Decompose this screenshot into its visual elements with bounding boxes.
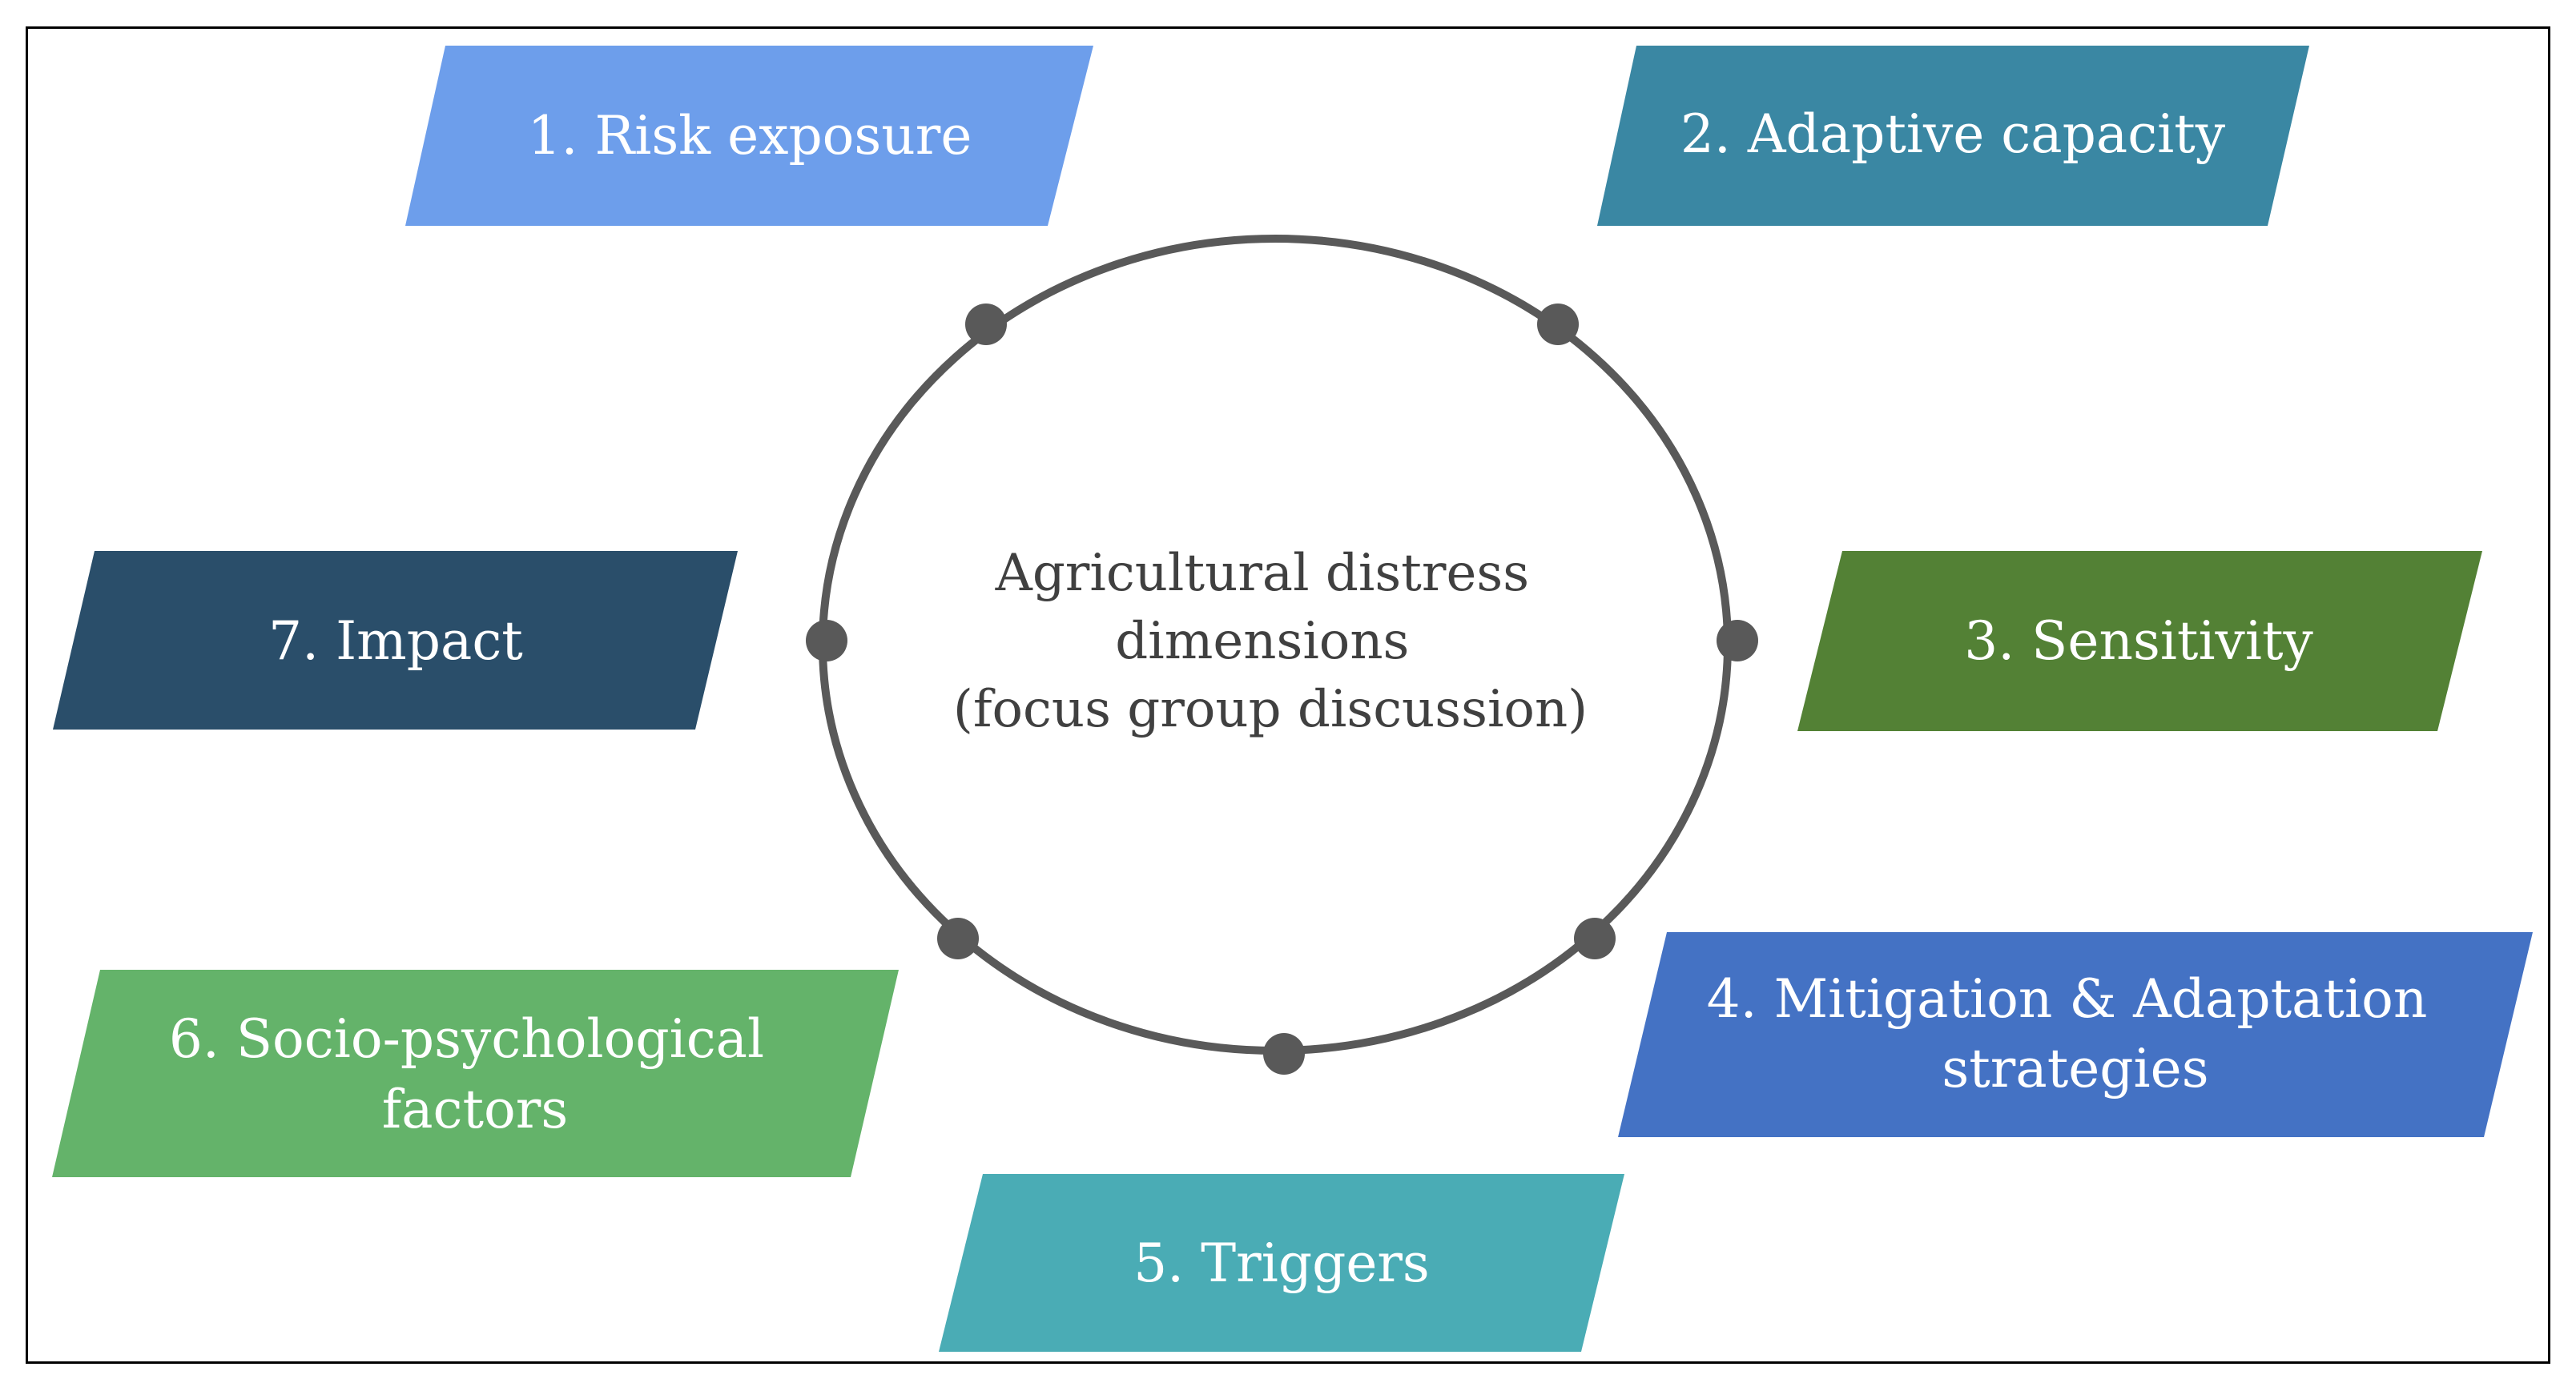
dimension-box-4: 4. Mitigation & Adaptation strategies <box>1618 932 2533 1137</box>
figure-border <box>26 26 2550 1364</box>
ring-dot-1 <box>965 304 1007 345</box>
ring-dot-3 <box>1717 620 1758 661</box>
dimension-box-6-shape <box>52 970 899 1177</box>
ring-dot-2 <box>1537 304 1579 345</box>
ring-dot-5 <box>1263 1033 1305 1075</box>
central-ring <box>806 235 1758 1075</box>
dimension-box-4-shape <box>1618 932 2533 1137</box>
dimension-box-7-shape <box>53 551 738 730</box>
dimension-box-1-shape <box>405 46 1093 226</box>
center-title: Agricultural distress dimensions (focus … <box>953 544 1588 739</box>
ring-dot-4 <box>1574 918 1616 959</box>
dimension-box-7-label: 7. Impact <box>268 610 523 672</box>
dimension-box-5: 5. Triggers <box>939 1174 1624 1352</box>
dimension-box-7: 7. Impact <box>53 551 738 730</box>
dimension-box-4-label: 4. Mitigation & Adaptation strategies <box>1707 968 2445 1100</box>
dimension-box-1-label: 1. Risk exposure <box>528 105 972 167</box>
dimension-box-6: 6. Socio-psychological factors <box>52 970 899 1177</box>
dimension-box-1: 1. Risk exposure <box>405 46 1093 226</box>
ring-dot-6 <box>937 918 979 959</box>
dimension-box-5-shape <box>939 1174 1624 1352</box>
dimension-box-2-label: 2. Adaptive capacity <box>1680 103 2226 165</box>
dimension-box-3-shape <box>1797 551 2482 731</box>
dimension-box-6-label: 6. Socio-psychological factors <box>169 1008 781 1140</box>
dimension-box-2-shape <box>1597 46 2309 226</box>
dimension-box-3-label: 3. Sensitivity <box>1964 610 2313 672</box>
ring-dot-7 <box>806 620 847 661</box>
dimension-box-3: 3. Sensitivity <box>1797 551 2482 731</box>
dimension-box-5-label: 5. Triggers <box>1133 1232 1430 1294</box>
dimension-box-2: 2. Adaptive capacity <box>1597 46 2309 226</box>
